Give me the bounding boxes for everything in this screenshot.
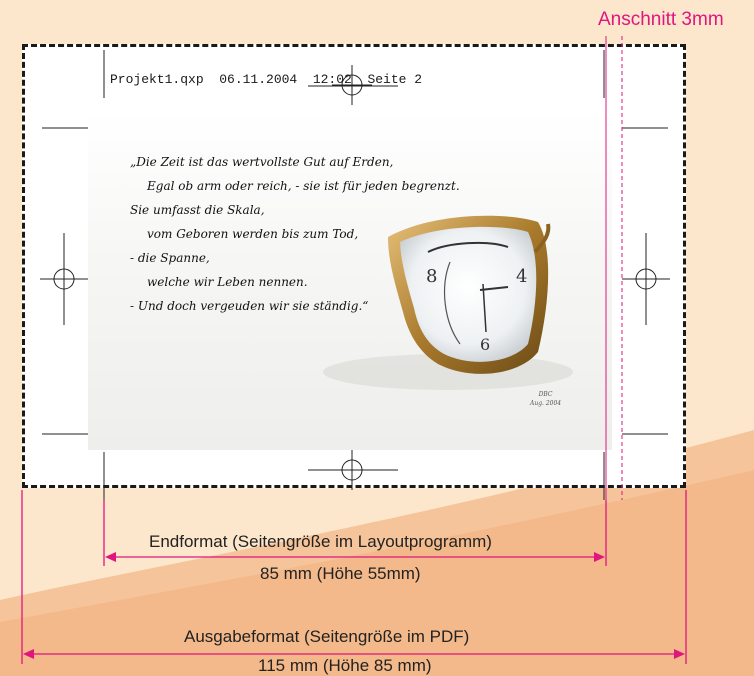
signature-line: Aug. 2004	[530, 400, 562, 407]
registration-mark-icon	[40, 233, 88, 325]
end-format-label: Endformat (Seitengröße im Layoutprogramm…	[149, 532, 492, 551]
svg-text:4: 4	[516, 266, 527, 287]
output-format-label: Ausgabeformat (Seitengröße im PDF)	[184, 627, 470, 646]
output-format-border	[22, 44, 686, 488]
crop-marks	[42, 50, 668, 500]
poem-line: - die Spanne,	[130, 251, 210, 265]
melting-clock-illustration: 8 4 6	[323, 215, 573, 390]
output-format-size: 115 mm (Höhe 85 mm)	[258, 656, 432, 675]
output-format-dimension	[21, 490, 687, 664]
poem-line: Egal ob arm oder reich, - sie ist für je…	[147, 179, 460, 193]
print-header: Projekt1.qxp 06.11.2004 12:02 Seite 2	[110, 72, 423, 87]
registration-mark-icon	[622, 233, 670, 325]
poem-line: „Die Zeit ist das wertvollste Gut auf Er…	[130, 155, 394, 169]
poem-text: „Die Zeit ist das wertvollste Gut auf Er…	[130, 150, 460, 318]
artwork-area: 8 4 6	[88, 112, 612, 450]
artist-signature: DBC Aug. 2004	[530, 390, 561, 408]
bleed-guides	[605, 36, 623, 500]
registration-mark-icon	[332, 65, 372, 105]
svg-text:8: 8	[426, 266, 437, 287]
poem-line: welche wir Leben nennen.	[147, 275, 308, 289]
registration-mark-icon	[308, 450, 398, 490]
end-format-size: 85 mm (Höhe 55mm)	[260, 564, 421, 583]
poem-line: - Und doch vergeuden wir sie ständig.“	[130, 299, 369, 313]
bleed-label: Anschnitt 3mm	[598, 9, 724, 30]
poem-line: Sie umfasst die Skala,	[130, 203, 265, 217]
end-format-dimension	[103, 500, 607, 566]
svg-text:6: 6	[480, 335, 490, 354]
signature-line: DBC	[538, 391, 553, 398]
poem-line: vom Geboren werden bis zum Tod,	[147, 227, 359, 241]
